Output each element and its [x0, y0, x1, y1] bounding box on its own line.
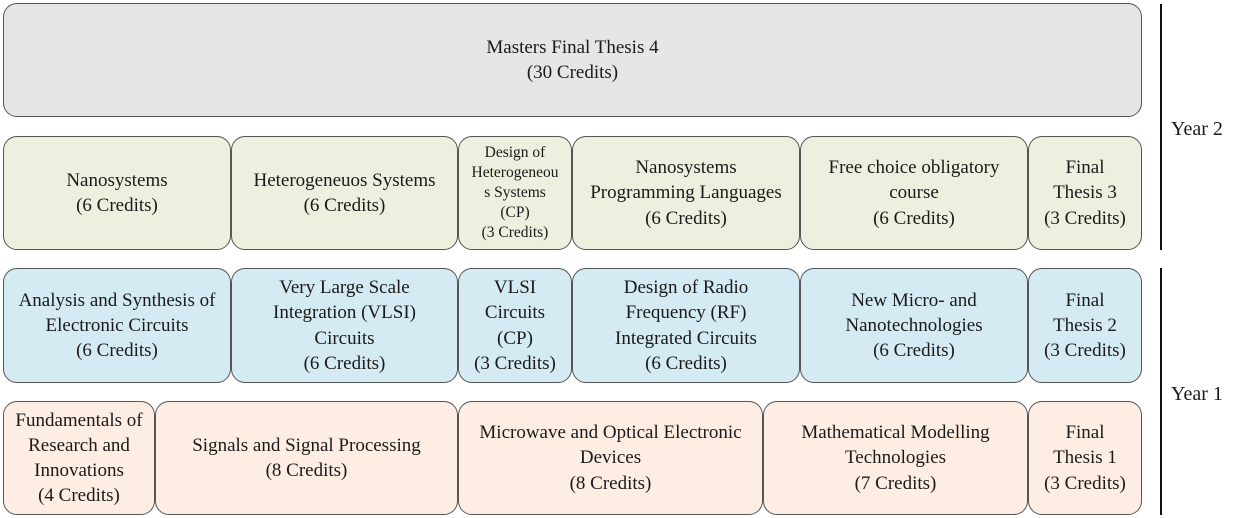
- course-box-heterogeneous-systems: Heterogeneuos Systems (6 Credits): [231, 136, 458, 250]
- year-2-bracket-line: [1160, 4, 1162, 250]
- year-1-label: Year 1: [1171, 383, 1223, 405]
- year-1-bracket-line: [1160, 268, 1162, 515]
- course-box-final-thesis-2: Final Thesis 2 (3 Credits): [1028, 268, 1142, 383]
- course-box-design-of-heterogeneous-systems-cp: Design of Heterogeneou s Systems (CP) (3…: [458, 136, 572, 250]
- course-box-design-of-rf-integrated-circuits: Design of Radio Frequency (RF) Integrate…: [572, 268, 800, 383]
- year-2-label: Year 2: [1171, 118, 1223, 140]
- course-box-masters-final-thesis-4: Masters Final Thesis 4 (30 Credits): [3, 3, 1142, 117]
- course-box-analysis-and-synthesis-of-electronic-circuits: Analysis and Synthesis of Electronic Cir…: [3, 268, 231, 383]
- course-box-free-choice-obligatory-course: Free choice obligatory course (6 Credits…: [800, 136, 1028, 250]
- course-box-final-thesis-1: Final Thesis 1 (3 Credits): [1028, 401, 1142, 515]
- course-box-new-micro-and-nanotechnologies: New Micro- and Nanotechnologies (6 Credi…: [800, 268, 1028, 383]
- course-box-vlsi-circuits: Very Large Scale Integration (VLSI) Circ…: [231, 268, 458, 383]
- course-box-fundamentals-of-research-and-innovations: Fundamentals of Research and Innovations…: [3, 401, 155, 515]
- course-box-final-thesis-3: Final Thesis 3 (3 Credits): [1028, 136, 1142, 250]
- course-box-mathematical-modelling-technologies: Mathematical Modelling Technologies (7 C…: [763, 401, 1028, 515]
- course-box-vlsi-circuits-cp: VLSI Circuits (CP) (3 Credits): [458, 268, 572, 383]
- course-box-signals-and-signal-processing: Signals and Signal Processing (8 Credits…: [155, 401, 458, 515]
- course-box-microwave-and-optical-electronic-devices: Microwave and Optical Electronic Devices…: [458, 401, 763, 515]
- course-box-nanosystems: Nanosystems (6 Credits): [3, 136, 231, 250]
- course-box-nanosystems-programming-languages: Nanosystems Programming Languages (6 Cre…: [572, 136, 800, 250]
